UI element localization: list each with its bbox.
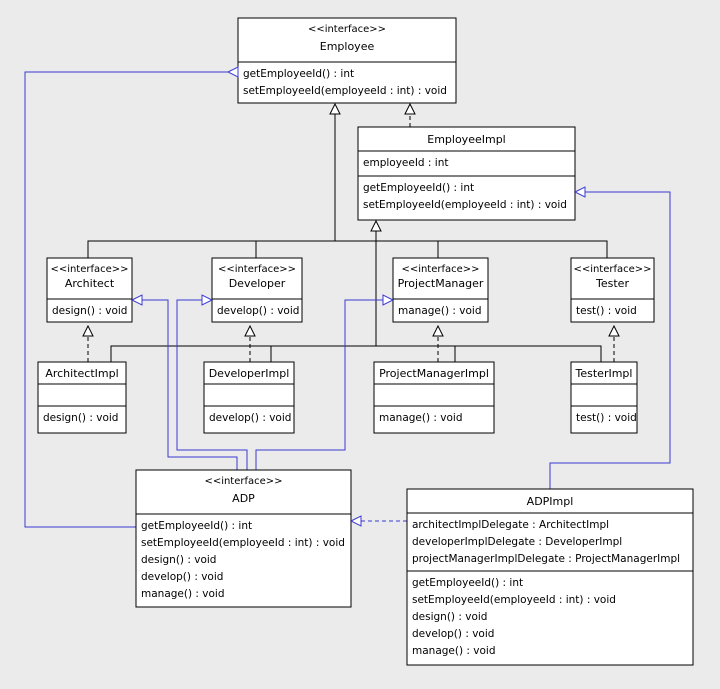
generalization-adp-projectmanager	[255, 299, 383, 470]
class-operation: manage() : void	[379, 412, 463, 424]
class-box	[135, 469, 352, 608]
class-box	[570, 361, 638, 434]
class-operation: develop() : void	[209, 412, 291, 424]
class-operation: develop() : void	[412, 628, 494, 640]
class-employee: <<interface>> Employee getEmployeeId() : i…	[237, 17, 457, 104]
class-attribute: projectManagerImplDelegate : ProjectMana…	[412, 553, 680, 565]
class-box	[46, 257, 133, 323]
class-operation: manage() : void	[412, 645, 496, 657]
class-adp: <<interface>> ADP getEmployeeId() : int set…	[135, 469, 352, 608]
class-attribute: employeeId : int	[363, 157, 449, 169]
class-box	[203, 361, 295, 434]
inheritance-arrowhead	[608, 324, 620, 337]
inheritance-arrowhead	[349, 515, 362, 527]
class-operation: getEmployeeId() : int	[363, 182, 474, 194]
class-name: ProjectManagerImpl	[379, 367, 489, 380]
class-operation: develop() : void	[217, 305, 299, 317]
class-operation: test() : void	[576, 412, 637, 424]
class-operation: manage() : void	[398, 305, 482, 317]
class-operation: design() : void	[43, 412, 118, 424]
class-operation: manage() : void	[141, 588, 225, 600]
inheritance-arrowhead	[130, 294, 143, 306]
generalization-adpimpl-employeeimpl	[549, 191, 671, 489]
class-projectmanagerimpl: ProjectManagerImpl manage() : void	[373, 361, 495, 434]
class-operation: setEmployeeId(employeeId : int) : void	[412, 594, 616, 606]
class-box	[570, 257, 655, 323]
class-operation: design() : void	[141, 554, 216, 566]
class-operation: getEmployeeId() : int	[141, 520, 252, 532]
class-operation: getEmployeeId() : int	[412, 577, 523, 589]
inheritance-arrowhead	[201, 294, 214, 306]
class-tester: <<interface>> Tester test() : void	[570, 257, 655, 323]
class-architect: <<interface>> Architect design() : void	[46, 257, 133, 323]
class-developer: <<interface>> Developer develop() : void	[211, 257, 303, 323]
class-box	[37, 361, 127, 434]
class-employeeimpl: EmployeeImpl employeeId : int getEmployeeI…	[357, 126, 576, 221]
generalization-adp-employee	[24, 71, 228, 528]
class-name: ArchitectImpl	[45, 367, 118, 380]
inheritance-arrowhead	[573, 186, 586, 198]
generalization-bus-roles	[87, 240, 608, 258]
class-developerimpl: DeveloperImpl develop() : void	[203, 361, 295, 434]
class-operation: setEmployeeId(employeeId : int) : void	[243, 85, 447, 97]
class-stereotype: <<interface>>	[308, 24, 386, 35]
inheritance-arrowhead	[226, 66, 239, 78]
relation-edges	[24, 71, 671, 528]
class-box	[392, 257, 489, 323]
class-stereotype: <<interface>>	[573, 264, 651, 275]
inheritance-arrowhead	[404, 102, 416, 115]
generalization-adp-architect	[142, 299, 238, 470]
class-name: ProjectManager	[398, 277, 484, 290]
class-operation: setEmployeeId(employeeId : int) : void	[141, 537, 345, 549]
class-stereotype: <<interface>>	[50, 264, 128, 275]
generalization-bus-impls	[110, 345, 602, 362]
class-name: DeveloperImpl	[209, 367, 290, 380]
class-stereotype: <<interface>>	[204, 476, 282, 487]
class-box	[406, 488, 694, 666]
class-adpimpl: ADPImpl architectImplDelegate : Architect…	[406, 488, 694, 666]
arrow-heads	[82, 66, 620, 527]
class-name: ADPImpl	[527, 495, 574, 508]
class-operation: getEmployeeId() : int	[243, 68, 354, 80]
inheritance-arrowhead	[382, 294, 395, 306]
class-operation: setEmployeeId(employeeId : int) : void	[363, 199, 567, 211]
inheritance-arrowhead	[432, 324, 444, 337]
class-name: TesterImpl	[575, 367, 633, 380]
class-box	[237, 17, 457, 104]
class-operation: design() : void	[52, 305, 127, 317]
inheritance-arrowhead	[82, 324, 94, 337]
class-nodes: <<interface>> Employee getEmployeeId() : i…	[37, 17, 694, 666]
class-box	[211, 257, 303, 323]
class-projectmanager: <<interface>> ProjectManager manage() : vo…	[392, 257, 489, 323]
class-attribute: architectImplDelegate : ArchitectImpl	[412, 519, 609, 531]
class-name: Employee	[320, 40, 375, 53]
class-name: Architect	[65, 277, 115, 290]
class-stereotype: <<interface>>	[401, 264, 479, 275]
class-testerimpl: TesterImpl test() : void	[570, 361, 638, 434]
class-name: EmployeeImpl	[427, 133, 505, 146]
class-name: ADP	[232, 492, 255, 505]
inheritance-arrowhead	[329, 102, 341, 115]
class-box	[373, 361, 495, 434]
inheritance-arrowhead	[244, 324, 256, 337]
class-operation: design() : void	[412, 611, 487, 623]
class-operation: test() : void	[576, 305, 637, 317]
class-architectimpl: ArchitectImpl design() : void	[37, 361, 127, 434]
class-operation: develop() : void	[141, 571, 223, 583]
inheritance-arrowhead	[370, 219, 382, 232]
class-name: Tester	[595, 277, 629, 290]
class-stereotype: <<interface>>	[218, 264, 296, 275]
class-attribute: developerImplDelegate : DeveloperImpl	[412, 536, 622, 548]
class-box	[357, 126, 576, 221]
generalization-adp-developer	[176, 299, 248, 470]
class-name: Developer	[229, 277, 286, 290]
